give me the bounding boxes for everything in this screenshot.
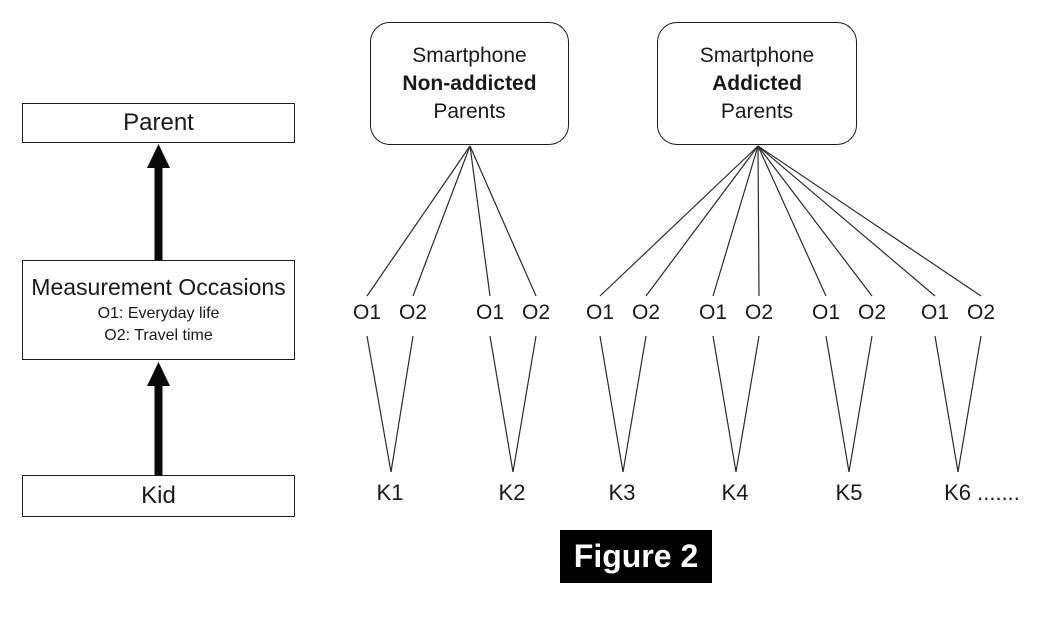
- fan-line: [412, 145, 471, 297]
- occasion-label-o1-k3: O1: [585, 301, 615, 324]
- kid-label-k1: K1: [376, 480, 404, 505]
- addicted-line3: Parents: [720, 99, 794, 123]
- fan-line: [757, 145, 873, 297]
- fan-line: [712, 145, 759, 297]
- v-line: [848, 335, 873, 473]
- fan-line: [599, 145, 759, 297]
- fan-line: [469, 145, 537, 297]
- occasion-label-o1-k6: O1: [920, 301, 950, 324]
- occasion-label-o1-k5: O1: [811, 301, 841, 324]
- arrow-measurement-to-parent: [147, 144, 170, 260]
- v-line: [622, 335, 647, 473]
- parent-box: Parent: [22, 103, 295, 143]
- occasion-label-o1-k1: O1: [352, 301, 382, 324]
- v-line: [489, 335, 514, 473]
- figure-caption-text: Figure 2: [573, 538, 699, 574]
- kid-label-k5: K5: [835, 480, 863, 505]
- v-line: [934, 335, 959, 473]
- non-addicted-line3: Parents: [433, 99, 506, 123]
- arrow-kid-to-measurement: [147, 362, 170, 475]
- v-line: [599, 335, 624, 473]
- v-connectors: [366, 335, 982, 473]
- measurement-box-sub2: O2: Travel time: [104, 326, 213, 344]
- addicted-line1: Smartphone: [699, 43, 815, 67]
- parent-box-label: Parent: [123, 109, 194, 136]
- non-addicted-parents-box: Smartphone Non-addicted Parents: [370, 22, 569, 145]
- measurement-box-title: Measurement Occasions: [31, 273, 286, 300]
- fan-line: [757, 145, 936, 297]
- kid-box-label: Kid: [141, 482, 176, 509]
- v-line: [512, 335, 537, 473]
- occasion-label-o2-k3: O2: [631, 301, 661, 324]
- occasion-label-o1-k4: O1: [698, 301, 728, 324]
- fan-non-addicted: [366, 145, 537, 297]
- v-line: [390, 335, 414, 473]
- fan-line: [757, 145, 760, 297]
- arrow-head: [147, 144, 170, 168]
- measurement-occasions-box: Measurement Occasions O1: Everyday life …: [22, 260, 295, 360]
- kid-label-k6: K6 .......: [944, 480, 1020, 505]
- fan-line: [366, 145, 471, 297]
- kid-label-k2: K2: [498, 480, 526, 505]
- occasion-label-o2-k1: O2: [398, 301, 428, 324]
- non-addicted-line2: Non-addicted: [402, 71, 537, 95]
- fan-addicted: [599, 145, 982, 297]
- non-addicted-line1: Smartphone: [412, 43, 527, 67]
- v-line: [957, 335, 982, 473]
- occasion-label-o1-k2: O1: [475, 301, 505, 324]
- fan-line: [757, 145, 982, 297]
- kid-box: Kid: [22, 475, 295, 517]
- fan-line: [469, 145, 491, 297]
- addicted-line2: Addicted: [712, 71, 802, 95]
- occasion-label-o2-k2: O2: [521, 301, 551, 324]
- v-line: [735, 335, 760, 473]
- occasion-label-o2-k5: O2: [857, 301, 887, 324]
- occasion-label-o2-k6: O2: [966, 301, 996, 324]
- v-line: [366, 335, 392, 473]
- v-line: [712, 335, 737, 473]
- occasion-label-o2-k4: O2: [744, 301, 774, 324]
- fan-line: [757, 145, 827, 297]
- v-line: [825, 335, 850, 473]
- addicted-parents-box: Smartphone Addicted Parents: [657, 22, 857, 145]
- arrow-head: [147, 362, 170, 386]
- fan-line: [645, 145, 759, 297]
- kid-label-k3: K3: [608, 480, 636, 505]
- kid-label-k4: K4: [721, 480, 749, 505]
- measurement-box-sub1: O1: Everyday life: [97, 304, 220, 322]
- figure-caption: Figure 2: [560, 530, 712, 583]
